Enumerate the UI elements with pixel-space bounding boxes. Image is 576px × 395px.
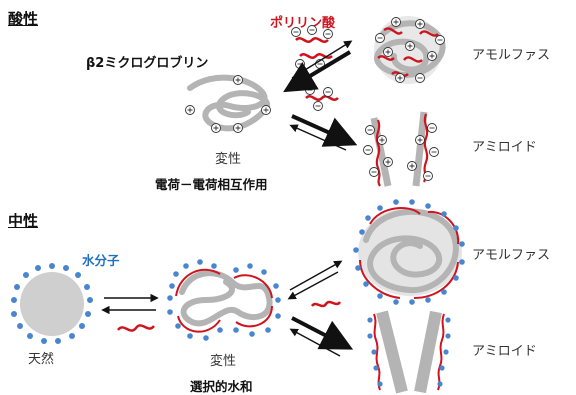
protein-name-label: β2ミクログロブリン xyxy=(86,56,209,71)
denatured-bottom-label: 変性 xyxy=(210,354,237,369)
amorphous-top-label: アモルファス xyxy=(472,48,551,63)
arrows-acidic xyxy=(283,40,358,151)
arrows-neutral xyxy=(287,260,354,357)
amyloid-top-label: アミロイド xyxy=(472,140,537,155)
section-neutral-title: 中性 xyxy=(8,212,39,230)
amorphous-acidic xyxy=(374,16,446,84)
amyloid-bottom-label: アミロイド xyxy=(472,344,537,359)
polyphosphate-neutral-free xyxy=(117,324,155,332)
amorphous-bottom-label: アモルファス xyxy=(472,248,551,263)
selective-hydration-label: 選択的水和 xyxy=(190,379,253,394)
amyloid-acidic xyxy=(363,111,439,187)
polyphosphate-neutral-arrows xyxy=(310,300,342,308)
water-molecule-label: 水分子 xyxy=(82,253,120,268)
amorphous-neutral xyxy=(353,199,465,305)
amyloid-neutral xyxy=(367,310,451,394)
polyphosphate-top xyxy=(291,25,339,111)
denatured-protein-neutral xyxy=(167,259,281,341)
denatured-top-label: 変性 xyxy=(215,152,242,167)
native-label: 天然 xyxy=(28,352,55,367)
native-protein xyxy=(11,263,93,344)
denatured-protein-acidic xyxy=(185,74,271,133)
charge-interaction-label: 電荷－電荷相互作用 xyxy=(155,177,268,192)
section-acidic-title: 酸性 xyxy=(8,10,39,28)
arrows-native-denatured xyxy=(101,293,159,315)
polyphosphate-label: ポリリン酸 xyxy=(270,16,336,31)
